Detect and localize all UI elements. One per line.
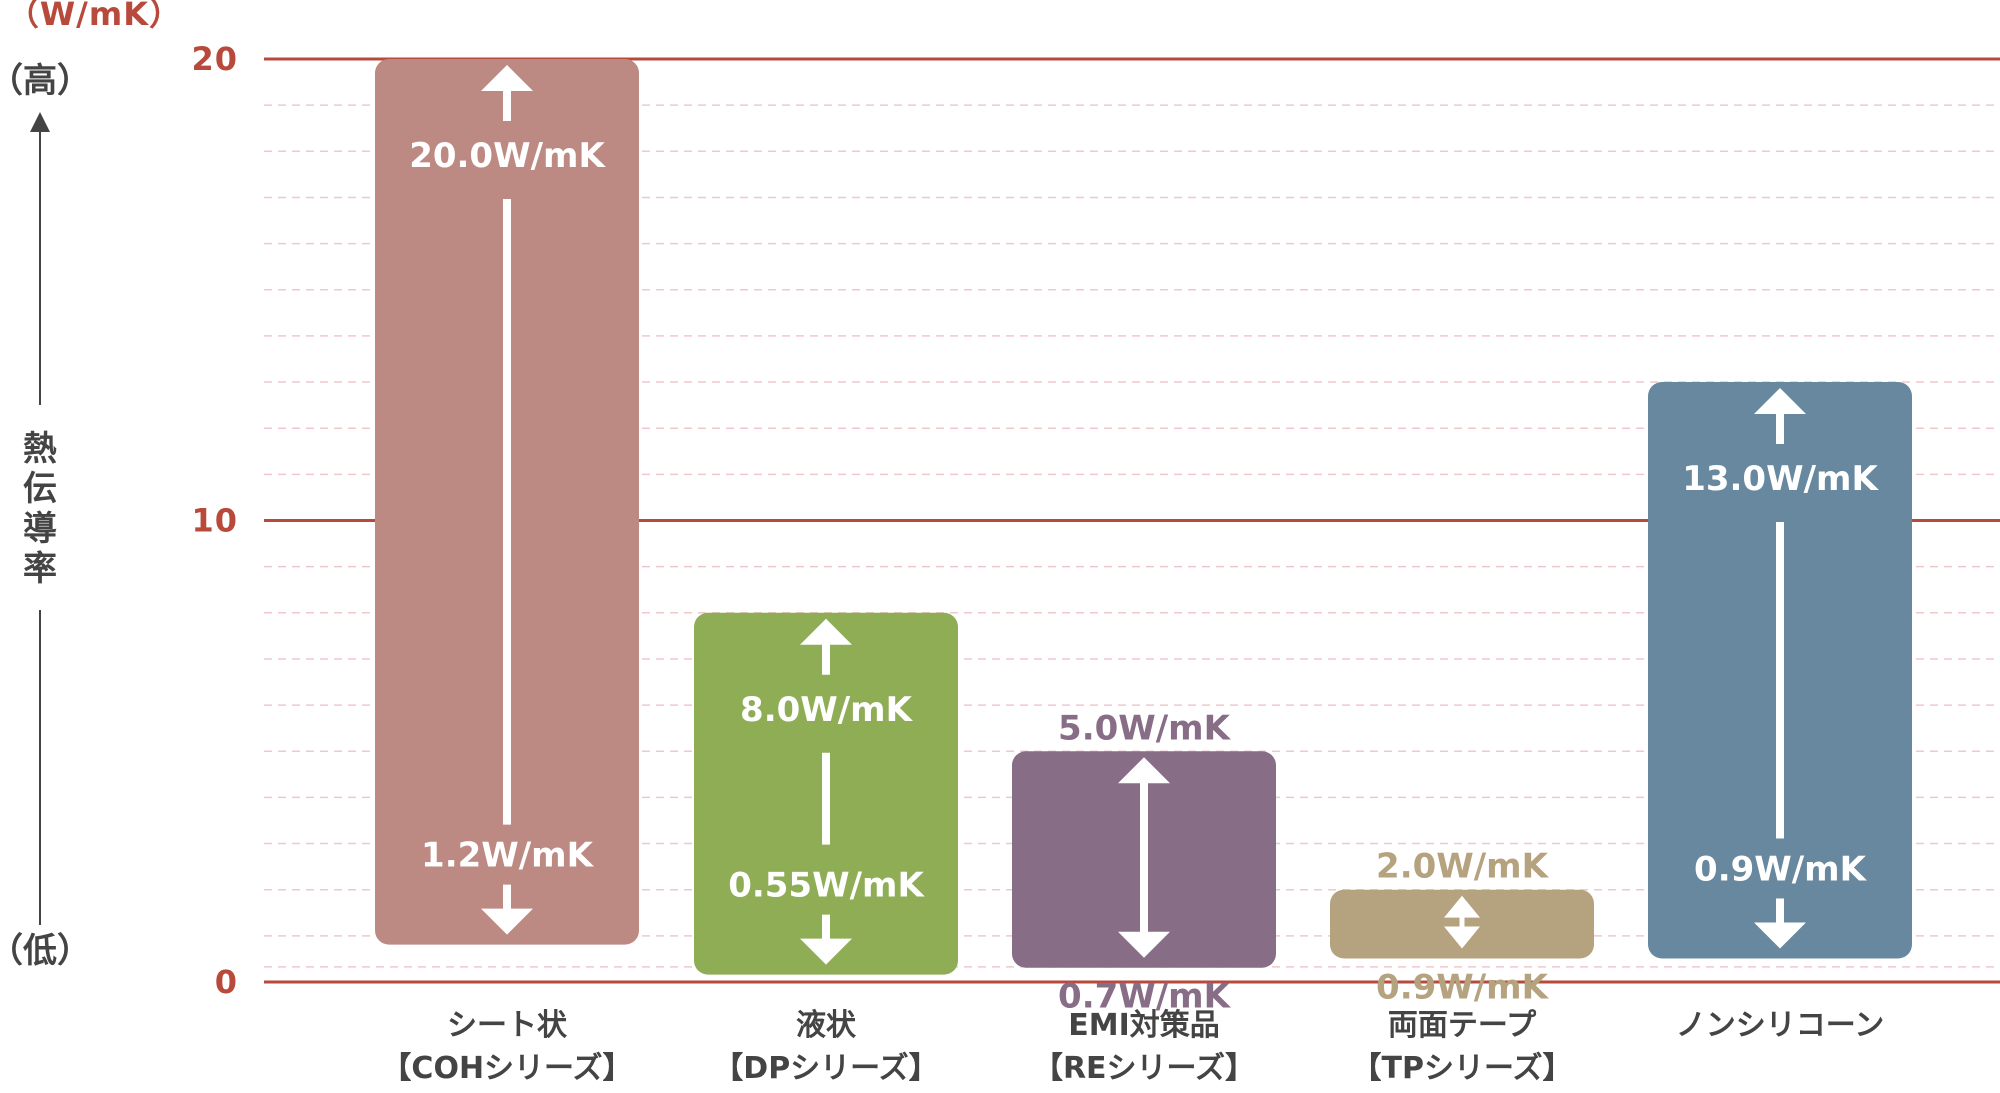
down-arrow-icon xyxy=(1118,931,1170,958)
up-arrow-icon xyxy=(1754,388,1806,415)
category-label-2: 液状 xyxy=(796,1008,857,1043)
axis-title-char-2: 伝 xyxy=(23,469,57,509)
up-arrow-icon xyxy=(30,112,50,132)
down-arrow-icon xyxy=(1754,922,1806,949)
side-axis: （高） （低） 熱 伝 導 率 xyxy=(0,61,91,971)
low-label: （低） xyxy=(0,931,91,971)
max-value-label: 5.0W/mK xyxy=(1058,708,1232,748)
high-label: （高） xyxy=(0,61,91,101)
up-arrow-icon xyxy=(800,618,852,645)
up-arrow-icon xyxy=(1444,895,1480,918)
category-label-4: 両面テープ xyxy=(1388,1008,1537,1043)
category-label-1: シート状 xyxy=(447,1008,568,1043)
min-value-label: 0.7W/mK xyxy=(1058,977,1232,1017)
min-value-label: 0.9W/mK xyxy=(1376,967,1550,1007)
up-arrow-icon xyxy=(1118,757,1170,784)
axis-title-char-3: 導 xyxy=(23,509,57,549)
max-value-label: 20.0W/mK xyxy=(409,136,606,176)
bar-group-5: 13.0W/mK 0.9W/mK xyxy=(1648,382,1912,959)
max-value-label: 13.0W/mK xyxy=(1682,459,1879,499)
up-arrow-icon xyxy=(481,65,533,91)
category-sublabel-2: 【DPシリーズ】 xyxy=(713,1051,938,1086)
down-arrow-icon xyxy=(1444,926,1480,949)
bar-group-3: 5.0W/mK 0.7W/mK xyxy=(1012,708,1276,1017)
min-value-label: 1.2W/mK xyxy=(421,836,595,876)
max-value-label: 8.0W/mK xyxy=(740,690,914,730)
category-labels: シート状【COHシリーズ】 液状【DPシリーズ】 EMI対策品【REシリーズ】 両面テ… xyxy=(381,1008,1884,1086)
y-tick-label-10: 10 xyxy=(191,502,238,540)
axis-title-char-1: 熱 xyxy=(23,429,57,469)
bar-group-2: 8.0W/mK 0.55W/mK xyxy=(694,612,958,975)
min-value-label: 0.9W/mK xyxy=(1694,849,1868,889)
down-arrow-icon xyxy=(800,938,852,965)
bars: 20.0W/mK 1.2W/mK 8.0W/mK 0.55W/mK 5.0W/mK 0.7… xyxy=(375,59,1912,1017)
category-sublabel-4: 【TPシリーズ】 xyxy=(1352,1051,1573,1086)
category-sublabel-1: 【COHシリーズ】 xyxy=(381,1051,632,1086)
max-value-label: 2.0W/mK xyxy=(1376,847,1550,887)
y-tick-label-20: 20 xyxy=(191,40,238,78)
unit-label: （W/mK） xyxy=(7,0,182,33)
bar-group-4: 2.0W/mK 0.9W/mK xyxy=(1330,847,1594,1007)
y-tick-label-0: 0 xyxy=(215,963,238,1001)
category-sublabel-3: 【REシリーズ】 xyxy=(1033,1051,1255,1086)
min-value-label: 0.55W/mK xyxy=(728,866,925,906)
category-label-5: ノンシリコーン xyxy=(1676,1008,1885,1043)
down-arrow-icon xyxy=(481,908,533,935)
y-axis: （W/mK） 20 10 0 xyxy=(7,0,238,1001)
axis-title-char-4: 率 xyxy=(23,549,57,589)
category-label-3: EMI対策品 xyxy=(1068,1008,1220,1043)
bar-group-1: 20.0W/mK 1.2W/mK xyxy=(375,59,639,945)
